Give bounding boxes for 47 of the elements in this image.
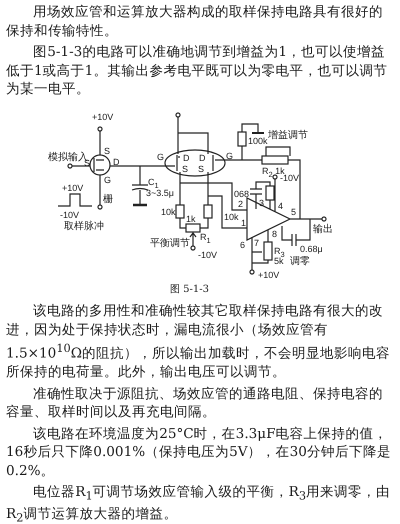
body-paragraph: 该电路在环境温度为25°C时，在3.3μF电容上保持的值，16秒后只下降0.001%（保持电压为5V），在30分钟后下降是0.2%。 [6,424,392,480]
circuit-label: D [113,157,120,167]
circuit-label: 100k [248,136,268,146]
body-paragraph: 电位器R$_{1}$可调节场效应管输入级的平衡，R$_{3}$用来调零，由R$_{2}$调节运算放大器的增益。 [6,483,392,524]
circuit-label: 输出 [313,224,333,235]
circuit-label: G [104,175,112,185]
circuit-label: -10V [280,173,300,183]
circuit-label: D [183,153,190,163]
circuit-label: G [226,151,234,161]
circuit-label: 5k [274,256,284,266]
figure-caption: 图 5-1-3 [170,284,210,296]
circuit-label: C$_{1}$ [148,177,159,190]
circuit-label: G [157,152,164,162]
circuit-label: 7 [254,238,260,248]
circuit-label: S [104,146,110,156]
circuit-label: 1 [241,218,246,228]
body-paragraph: 图5-1-3的电路可以准确地调节到增益为1，也可以使增益低于1或高于1。其输出参考电平既可以为零电平，也可以调节为某一电平。 [6,43,388,98]
circuit-label: +10V [258,270,280,280]
circuit-label: S [84,158,90,168]
body-paragraph: 准确性取决于源阻抗、场效应管的通路电阻、保持电容的容量、取样时间以及再充电间隔。 [6,384,384,422]
circuit-label: 4 [278,201,284,211]
circuit-label: 3~3.5μ [146,188,174,198]
circuit-label: R$_{3}$ [274,246,285,259]
circuit-label: +10V [92,112,114,122]
circuit-label: 10k [161,207,176,217]
body-paragraph: 用场效应管和运算放大器构成的取样保持电路具有很好的保持和传输特性。 [6,3,384,40]
body-paragraph: 该电路的多用性和准确性较其它取样保持电路有很大的改进，因为处于保持状态时，漏电流很小（场效应管有1.5×10$^{10}$Ω的阻抗），所以输出加载时，不会明显地影响电容所保持的电荷量。此外，输出电压可以调节。 [6,302,392,382]
circuit-label: 调零 [290,256,310,267]
circuit-label: R$_{1}$ [200,232,211,246]
circuit-label: S [198,164,204,174]
circuit-label: 6 [240,240,246,250]
circuit-label: 0.68μ [300,244,323,254]
circuit-label: -10V [60,210,80,220]
circuit-label: 平衡调节 [150,238,190,249]
circuit-label: -10V [198,250,218,260]
circuit-label: 8 [272,229,278,239]
circuit-label: 栅 [103,194,113,205]
circuit-label: 068 [234,189,250,199]
circuit-label: 2 [238,199,244,209]
circuit-label: 1k [186,214,196,224]
circuit-label: D [199,153,206,163]
circuit-label: +10V [62,183,84,193]
circuit-label: 取样脉冲 [64,221,104,232]
circuit-label: 10k [224,212,239,222]
circuit-label: 增益调节 [268,130,308,141]
circuit-label: S [182,164,188,174]
circuit-label: 5 [291,207,296,217]
